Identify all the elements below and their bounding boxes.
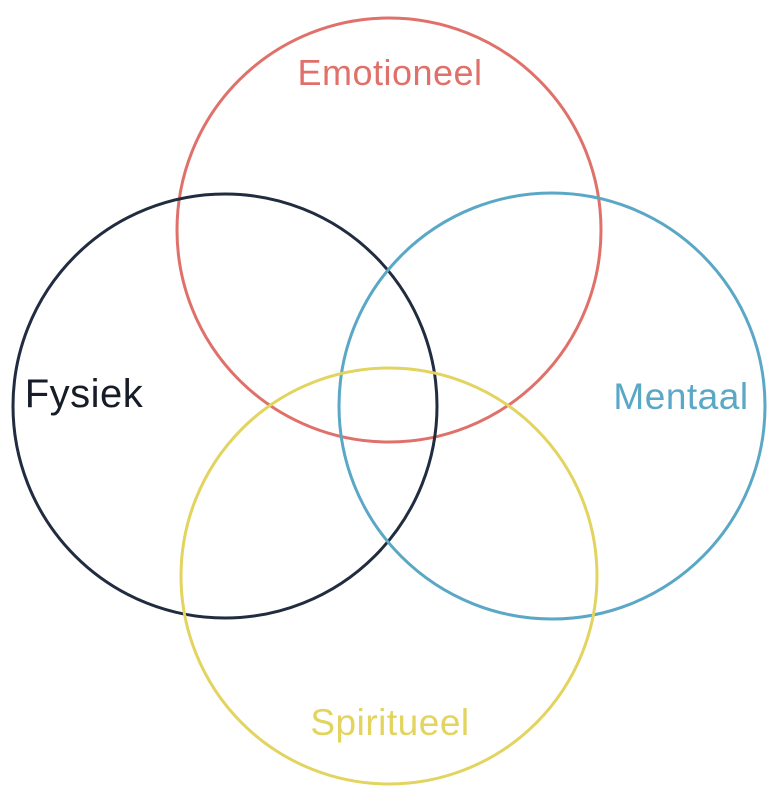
circle-emotioneel	[175, 16, 603, 444]
circle-fysiek	[11, 192, 439, 620]
label-fysiek: Fysiek	[25, 372, 144, 416]
label-mentaal: Mentaal	[613, 376, 748, 417]
label-emotioneel: Emotioneel	[297, 52, 482, 93]
circle-spiritueel	[179, 366, 599, 786]
circle-mentaal	[337, 191, 767, 621]
label-spiritueel: Spiritueel	[310, 702, 469, 743]
